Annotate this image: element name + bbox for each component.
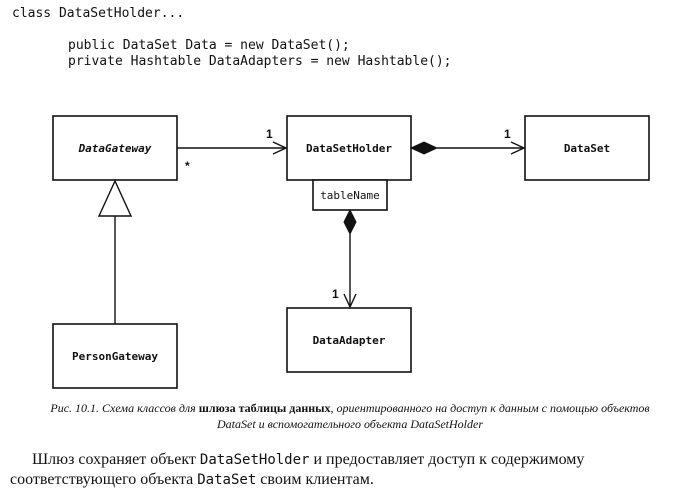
class-data-adapter-label: DataAdapter xyxy=(313,334,386,347)
qualifier-table-name: tableName xyxy=(312,179,388,211)
class-dataset-box xyxy=(524,115,650,181)
class-dataset-holder: DataSetHolder xyxy=(286,115,412,181)
open-arrowhead-icon xyxy=(272,141,288,155)
multiplicity-holder-one: 1 xyxy=(266,127,273,141)
class-person-gateway-label: PersonGateway xyxy=(72,350,158,363)
body-text-1: Шлюз сохраняет объект xyxy=(32,451,200,468)
multiplicity-dataset-one: 1 xyxy=(504,127,511,141)
class-data-gateway-label: DataGateway xyxy=(78,142,152,155)
code-listing: class DataSetHolder... public DataSet Da… xyxy=(12,6,452,70)
class-person-gateway: PersonGateway xyxy=(52,323,178,389)
code-line-class: class DataSetHolder... xyxy=(12,6,185,21)
multiplicity-adapter-one: 1 xyxy=(332,287,339,301)
open-arrowhead-icon xyxy=(510,141,526,155)
association-gateway-holder: 1 * xyxy=(177,127,288,173)
body-text-3: своим клиентам. xyxy=(256,471,374,488)
inheritance-triangle-icon xyxy=(97,179,133,217)
code-line-dataset-field: public DataSet Data = new DataSet(); xyxy=(68,38,350,53)
multiplicity-gateway-many: * xyxy=(185,159,190,173)
class-dataset-holder-box xyxy=(286,115,412,181)
qualifier-label: tableName xyxy=(320,189,380,202)
figure-caption: Рис. 10.1. Схема классов для шлюза табли… xyxy=(30,400,670,432)
code-line-adapters-field: private Hashtable DataAdapters = new Has… xyxy=(68,54,452,69)
composition-holder-dataset: 1 xyxy=(409,127,526,155)
open-arrowhead-icon xyxy=(343,293,357,309)
class-data-adapter: DataAdapter xyxy=(286,307,412,373)
caption-prefix: Рис. 10.1. Схема классов для xyxy=(50,401,199,415)
class-data-adapter-box xyxy=(286,307,412,373)
class-diagram: DataGateway DataSetHolder tableName Data… xyxy=(52,115,650,389)
body-paragraph: Шлюз сохраняет объект DataSetHolder и пр… xyxy=(10,450,690,490)
composition-holder-adapter: 1 xyxy=(332,208,357,309)
body-code-1: DataSetHolder xyxy=(199,452,310,468)
class-person-gateway-box xyxy=(52,323,178,389)
class-data-gateway-box xyxy=(52,115,178,181)
composition-diamond-icon xyxy=(409,141,439,155)
caption-bold-term: шлюза таблицы данных xyxy=(198,401,331,415)
body-code-2: DataSet xyxy=(197,472,257,488)
class-dataset: DataSet xyxy=(524,115,650,181)
class-dataset-holder-label: DataSetHolder xyxy=(306,142,392,155)
class-dataset-label: DataSet xyxy=(564,142,610,155)
class-data-gateway: DataGateway xyxy=(52,115,178,181)
caption-suffix: , ориентированного на доступ к данным с … xyxy=(217,401,650,431)
body-text-2: и предоставляет доступ к содержимому соо… xyxy=(10,451,585,488)
composition-diamond-icon xyxy=(343,208,357,236)
generalization-person-gateway xyxy=(97,179,133,324)
